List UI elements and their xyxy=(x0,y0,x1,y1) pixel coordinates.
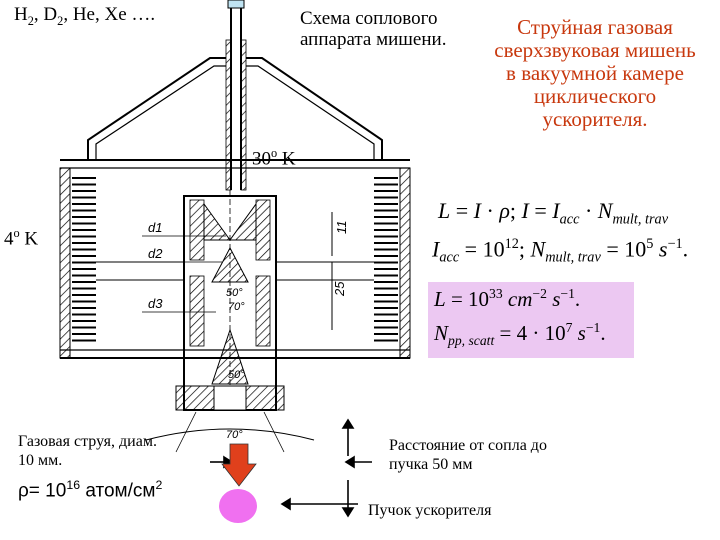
cooling-fins-right xyxy=(374,177,398,342)
drawing-labels: d1 d2 d3 11 25 50° 70° 50° 70° xyxy=(148,220,349,441)
annotation-arrows xyxy=(210,418,372,518)
nozzle-body xyxy=(96,190,374,411)
gas-jet-arrow xyxy=(221,443,257,487)
density-label: ρ= 1016 атом/см2 xyxy=(18,478,163,502)
distance-caption: Расстояние от сопла до пучка 50 мм xyxy=(389,437,547,473)
jet-target-title: Струйная газовая сверхзвуковая мишень в … xyxy=(494,15,696,131)
lower-flange xyxy=(145,385,315,453)
angle-70-b: 70° xyxy=(226,429,243,441)
angle-50-a: 50° xyxy=(226,287,243,299)
gases-label: H2, D2, He, Xe …. xyxy=(14,4,156,28)
label-d2: d2 xyxy=(148,246,163,261)
beam-caption: Пучок ускорителя xyxy=(368,502,492,519)
jet-caption: Газовая струя, диам. 10 мм. xyxy=(18,433,157,469)
feed-tube xyxy=(225,0,247,191)
beam-spot xyxy=(219,489,257,523)
formula-scattering-rate: Npp, scatt = 4 · 107 s−1. xyxy=(434,320,606,349)
angle-50-b: 50° xyxy=(228,369,245,381)
angle-70-a: 70° xyxy=(228,301,245,313)
dim-25: 25 xyxy=(332,281,347,297)
temperature-4k: 4o K xyxy=(4,226,39,250)
cooling-fins-left xyxy=(72,177,96,342)
formula-highlight-box xyxy=(428,282,634,358)
formula-luminosity-value: L = 1033 cm−2 s−1. xyxy=(434,286,581,311)
temperature-30k: 30o K xyxy=(252,146,296,170)
dim-11: 11 xyxy=(334,221,349,235)
label-d1: d1 xyxy=(148,220,162,235)
formula-luminosity: L = I · ρ; I = Iacc · Nmult, trav xyxy=(438,198,669,228)
label-d3: d3 xyxy=(148,296,163,311)
cryostat-top xyxy=(60,57,410,169)
formula-intensity: Iacc = 1012; Nmult, trav = 105 s−1. xyxy=(432,236,689,266)
schema-title: Схема соплового аппарата мишени. xyxy=(300,8,447,50)
